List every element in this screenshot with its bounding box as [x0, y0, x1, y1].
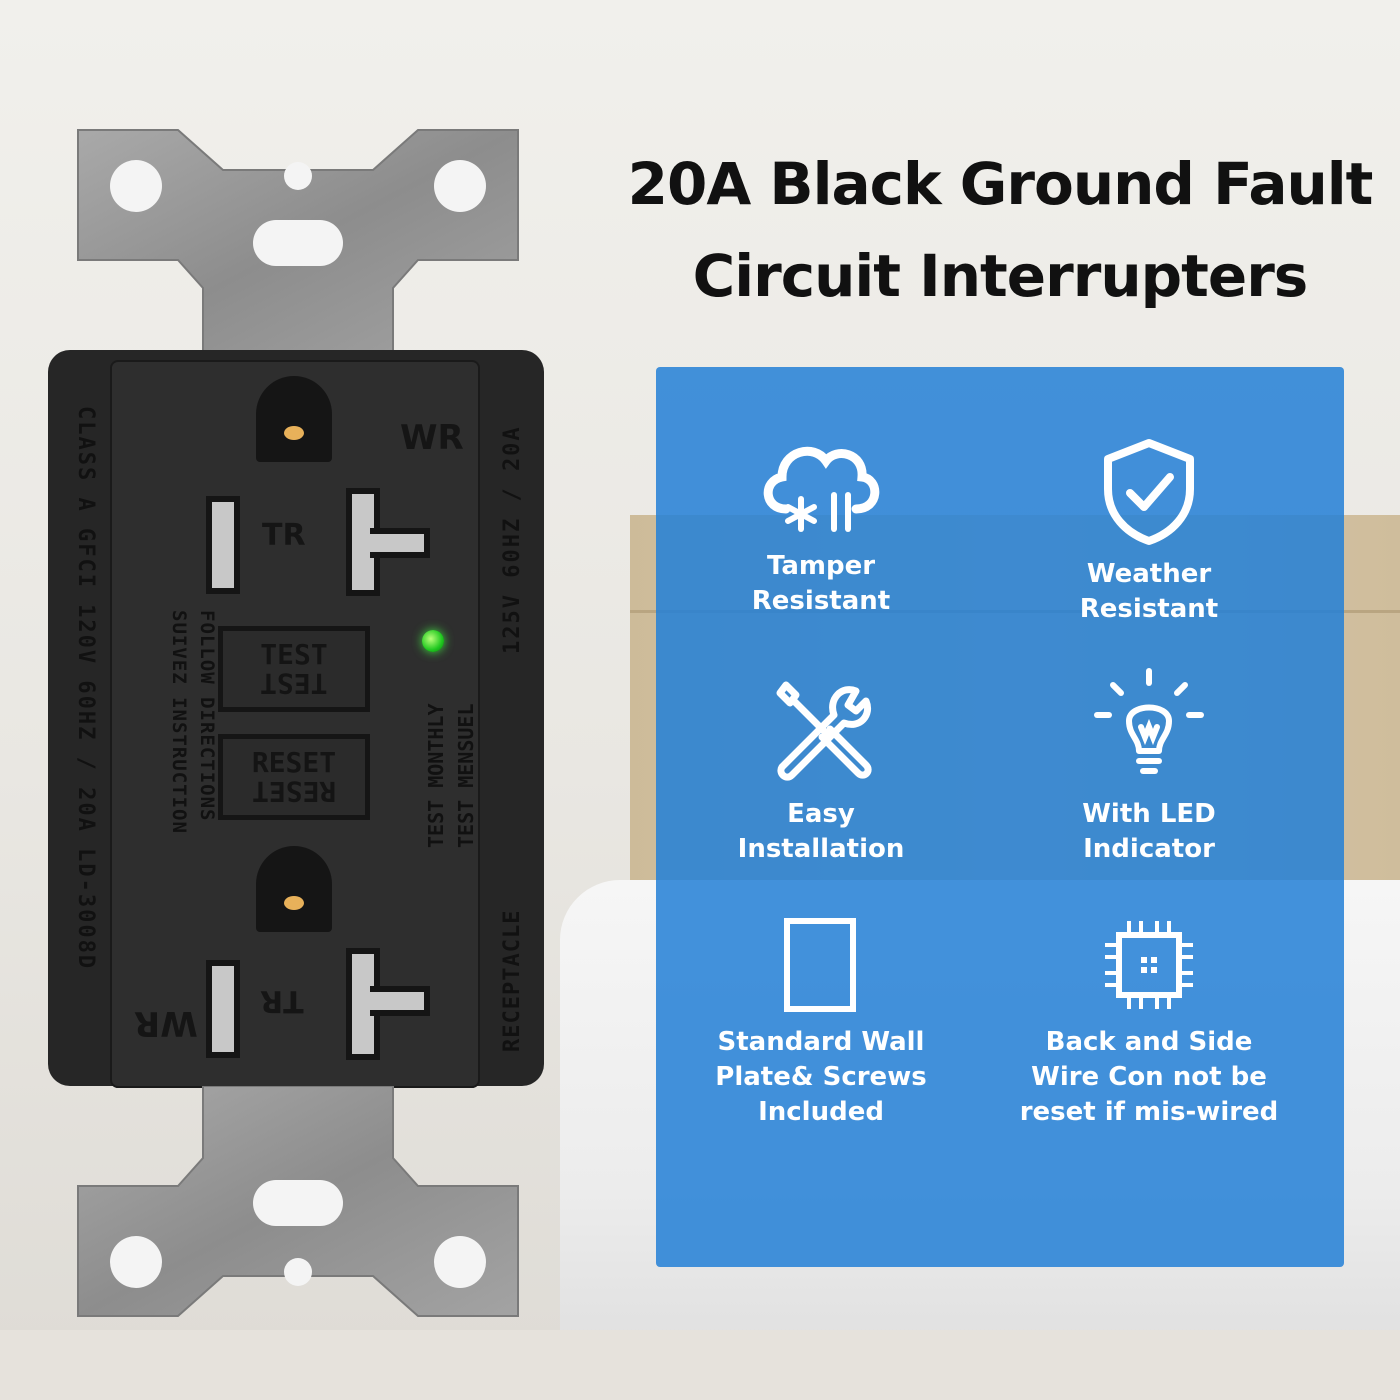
top-hot-slot-tab [370, 528, 430, 558]
reset-button-label: RESET [251, 746, 337, 779]
top-neutral-slot [206, 496, 240, 594]
bottom-hot-slot-tab [370, 986, 430, 1016]
tr-mark-top: TR [262, 518, 306, 553]
right-rating-text: 125V 60HZ / 20A [500, 425, 525, 654]
feature-label-line: Easy [787, 799, 855, 829]
feature-label-line: Weather [1086, 559, 1212, 589]
test-button-label-flipped: TEST [260, 667, 328, 700]
feature-weather-resistant: Weather Resistant [984, 437, 1314, 627]
features-panel: Tamper Resistant Weather Resistant Easy … [656, 367, 1344, 1267]
reset-button-label-flipped: RESET [251, 775, 337, 808]
shield-check-icon [1104, 439, 1194, 545]
feature-label-line: Wire Con not be [1031, 1062, 1267, 1092]
bottom-ground-hole [256, 846, 332, 932]
feature-label-line: Installation [737, 834, 905, 864]
title-line-2: Circuit Interrupters [692, 242, 1309, 310]
title-line-1: 20A Black Ground Fault [627, 150, 1374, 218]
test-button-label: TEST [260, 638, 328, 671]
wr-mark-top: WR [400, 418, 464, 458]
floor [0, 1330, 1400, 1400]
gfci-outlet: CLASS A GFCI 120V 60HZ / 20A LD-3008D FO… [48, 128, 548, 1328]
feature-easy-installation: Easy Installation [656, 677, 986, 867]
bottom-neutral-slot [206, 960, 240, 1058]
chip-icon [1105, 921, 1193, 1009]
top-ground-hole [256, 376, 332, 462]
wr-mark-bottom: WR [134, 1003, 198, 1043]
feature-label-line: Resistant [751, 586, 891, 616]
snow-cloud-icon [763, 446, 880, 532]
receptacle-text: RECEPTACLE [500, 909, 525, 1052]
test-mensuel-text: TEST MENSUEL [454, 703, 478, 849]
feature-label-line: Resistant [1079, 594, 1219, 624]
tr-mark-bottom: TR [260, 983, 304, 1018]
feature-tamper-resistant: Tamper Resistant [656, 429, 986, 619]
feature-label-line: Back and Side [1045, 1027, 1253, 1057]
top-mounting-strap [77, 129, 519, 361]
wrench-screwdriver-icon [776, 681, 872, 781]
feature-led-indicator: With LED Indicator [984, 667, 1314, 867]
feature-label-line: Indicator [1083, 834, 1215, 864]
feature-label-line: Included [758, 1097, 884, 1127]
directions-en-text: FOLLOW DIRECTIONS [196, 610, 218, 822]
directions-fr-text: SUIVEZ INSTRUCTION [168, 610, 190, 834]
reset-button[interactable]: RESET RESET [218, 734, 370, 820]
left-rating-text: CLASS A GFCI 120V 60HZ / 20A LD-3008D [73, 406, 98, 971]
feature-wall-plate: Standard Wall Plate& Screws Included [656, 915, 986, 1130]
bottom-mounting-strap [77, 1086, 519, 1317]
feature-label-line: Standard Wall [717, 1027, 925, 1057]
feature-back-side-wire: Back and Side Wire Con not be reset if m… [984, 915, 1314, 1130]
light-bulb-icon [1094, 668, 1204, 774]
page-title: 20A Black Ground Fault Circuit Interrupt… [600, 138, 1400, 322]
wall-plate-icon [784, 918, 856, 1012]
outlet-face [110, 360, 480, 1088]
feature-label-line: With LED [1082, 799, 1216, 829]
led-indicator [422, 630, 444, 652]
test-button[interactable]: TEST TEST [218, 626, 370, 712]
test-monthly-text: TEST MONTHLY [424, 703, 448, 849]
feature-label-line: Plate& Screws [715, 1062, 927, 1092]
feature-label-line: Tamper [766, 551, 876, 581]
feature-label-line: reset if mis-wired [1019, 1097, 1279, 1127]
